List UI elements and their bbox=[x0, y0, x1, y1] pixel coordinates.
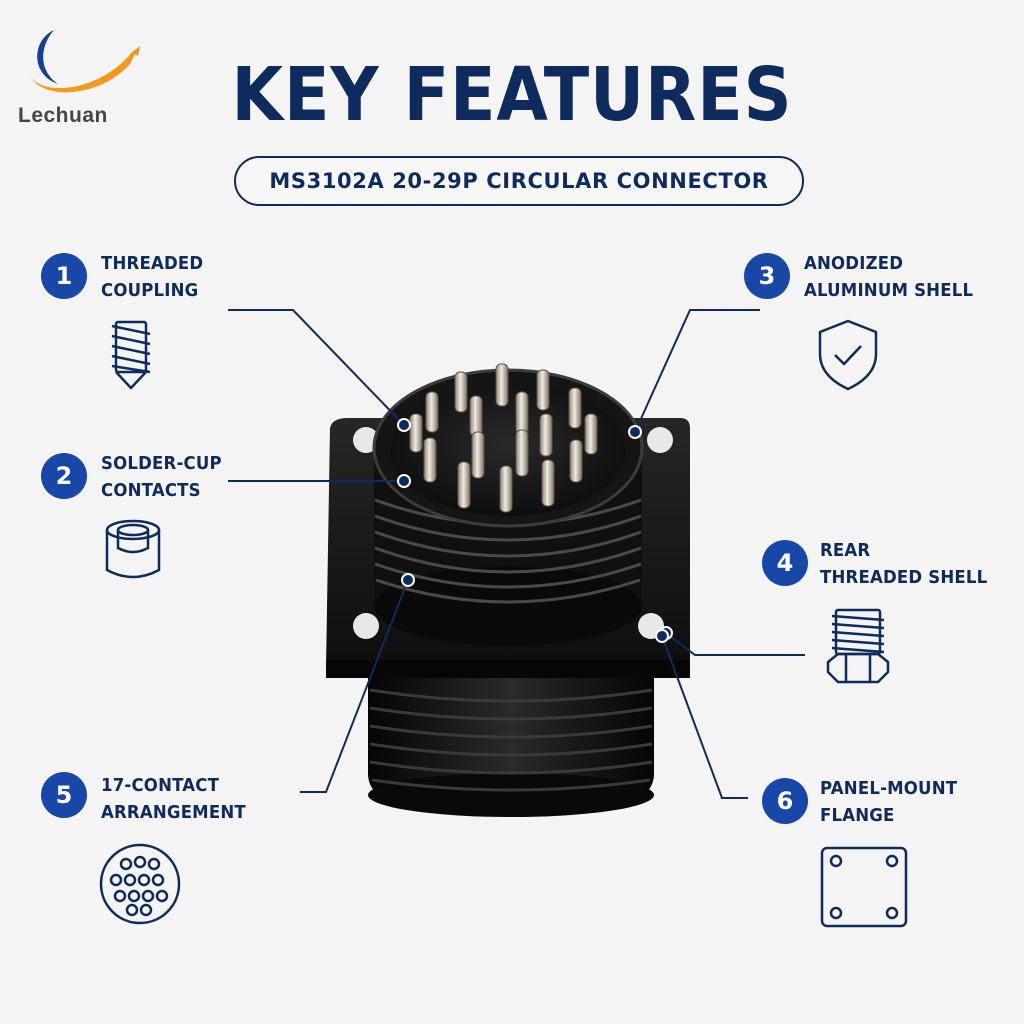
feature-2-line2: CONTACTS bbox=[101, 480, 201, 501]
contact-pattern-icon bbox=[99, 843, 181, 925]
feature-6-line2: FLANGE bbox=[820, 805, 895, 826]
brand-logo: Lechuan bbox=[14, 18, 154, 128]
shield-check-icon bbox=[818, 319, 878, 391]
feature-5-line1: 17-CONTACT bbox=[101, 775, 220, 796]
feature-1-badge: 1 bbox=[41, 253, 87, 299]
feature-6-line1: PANEL-MOUNT bbox=[820, 778, 958, 799]
feature-6-label: PANEL-MOUNT FLANGE bbox=[820, 775, 957, 829]
page-subtitle: MS3102A 20-29P CIRCULAR CONNECTOR bbox=[269, 169, 769, 193]
solder-cup-icon bbox=[105, 519, 161, 579]
callout-lines bbox=[228, 309, 805, 799]
feature-2-line1: SOLDER-CUP bbox=[101, 453, 222, 474]
threaded-bolt-icon bbox=[826, 608, 890, 684]
feature-4-line2: THREADED SHELL bbox=[820, 567, 988, 588]
feature-2-label: SOLDER-CUP CONTACTS bbox=[101, 450, 222, 504]
feature-4-badge: 4 bbox=[762, 540, 808, 586]
square-flange-icon bbox=[820, 846, 908, 928]
contact-pins bbox=[409, 363, 598, 513]
subtitle-pill: MS3102A 20-29P CIRCULAR CONNECTOR bbox=[234, 156, 804, 206]
feature-6-badge: 6 bbox=[762, 778, 808, 824]
feature-1-label: THREADED COUPLING bbox=[101, 250, 203, 304]
feature-1-line2: COUPLING bbox=[101, 280, 199, 301]
callout-dots bbox=[397, 418, 673, 643]
feature-4-line1: REAR bbox=[820, 540, 871, 561]
rear-threaded-body bbox=[368, 640, 654, 817]
brand-name: Lechuan bbox=[18, 104, 108, 127]
feature-5-badge: 5 bbox=[41, 772, 87, 818]
page-title: KEY FEATURES bbox=[231, 52, 793, 138]
feature-1-line1: THREADED bbox=[101, 253, 204, 274]
feature-3-line1: ANODIZED bbox=[804, 253, 904, 274]
swoosh-logo-icon bbox=[30, 30, 140, 93]
feature-3-label: ANODIZED ALUMINUM SHELL bbox=[804, 250, 973, 304]
threaded-screw-icon bbox=[111, 320, 151, 390]
feature-3-badge: 3 bbox=[744, 253, 790, 299]
feature-5-label: 17-CONTACT ARRANGEMENT bbox=[101, 772, 246, 826]
feature-2-badge: 2 bbox=[41, 453, 87, 499]
feature-5-line2: ARRANGEMENT bbox=[101, 802, 246, 823]
feature-3-line2: ALUMINUM SHELL bbox=[804, 280, 974, 301]
feature-4-label: REAR THREADED SHELL bbox=[820, 537, 987, 591]
